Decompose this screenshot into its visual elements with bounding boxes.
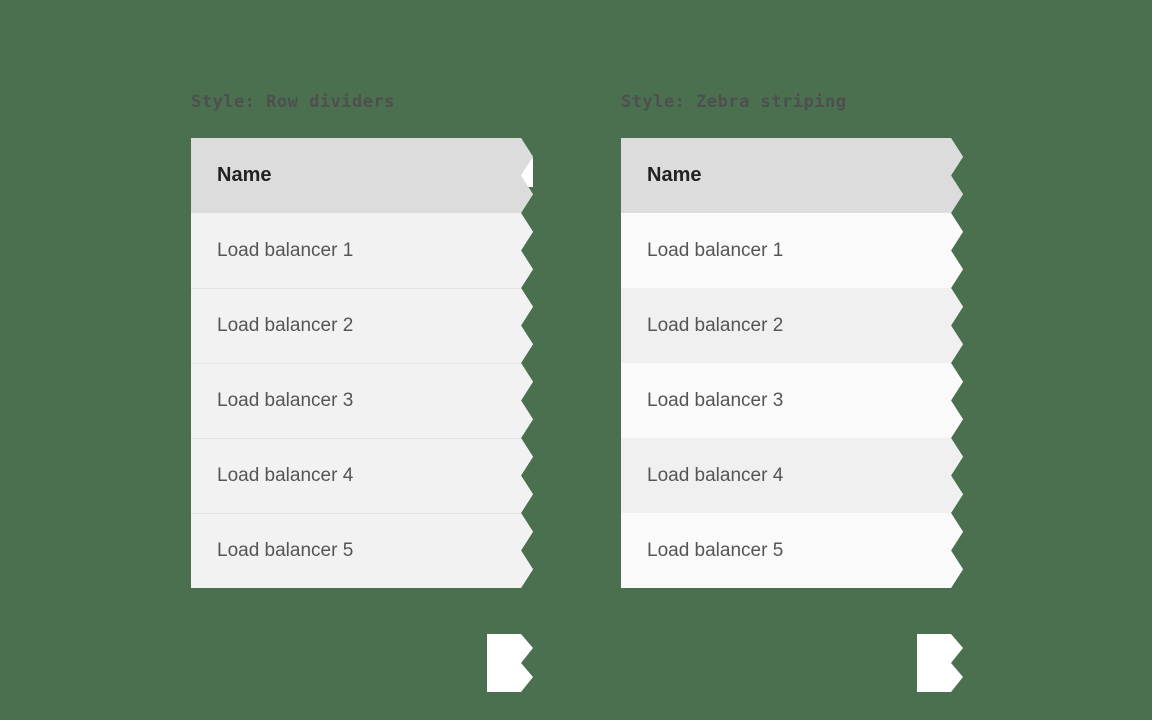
table-header-cell-name: Name (191, 138, 533, 213)
table-row[interactable]: Load balancer 1 (621, 213, 963, 288)
panel-zebra-striping: Style: Zebra striping Name Load balancer… (621, 88, 963, 692)
table-row[interactable]: Load balancer 4 (621, 438, 963, 513)
panel-row-dividers: Style: Row dividers Name Load balancer 1… (191, 88, 533, 692)
table-row[interactable]: Load balancer 3 (621, 363, 963, 438)
table-shell-row-dividers: Name Load balancer 1 Load balancer 2 Loa… (191, 138, 533, 692)
table-row-dividers[interactable]: Name Load balancer 1 Load balancer 2 Loa… (191, 138, 533, 588)
table-row[interactable]: Load balancer 2 (191, 288, 533, 363)
style-label-zebra-striping: Style: Zebra striping (621, 92, 847, 112)
table-row[interactable]: Load balancer 2 (621, 288, 963, 363)
table-row[interactable]: Load balancer 5 (621, 513, 963, 588)
table-zebra-striping[interactable]: Name Load balancer 1 Load balancer 2 Loa… (621, 138, 963, 588)
overflow-fragment-bottom-left (487, 634, 533, 692)
table-row[interactable]: Load balancer 4 (191, 438, 533, 513)
overflow-fragment-bottom-right (917, 634, 963, 692)
table-header-cell-name: Name (621, 138, 963, 213)
table-row[interactable]: Load balancer 3 (191, 363, 533, 438)
table-row[interactable]: Load balancer 5 (191, 513, 533, 588)
style-label-row-dividers: Style: Row dividers (191, 92, 395, 112)
table-row[interactable]: Load balancer 1 (191, 213, 533, 288)
table-shell-zebra-striping: Name Load balancer 1 Load balancer 2 Loa… (621, 138, 963, 692)
